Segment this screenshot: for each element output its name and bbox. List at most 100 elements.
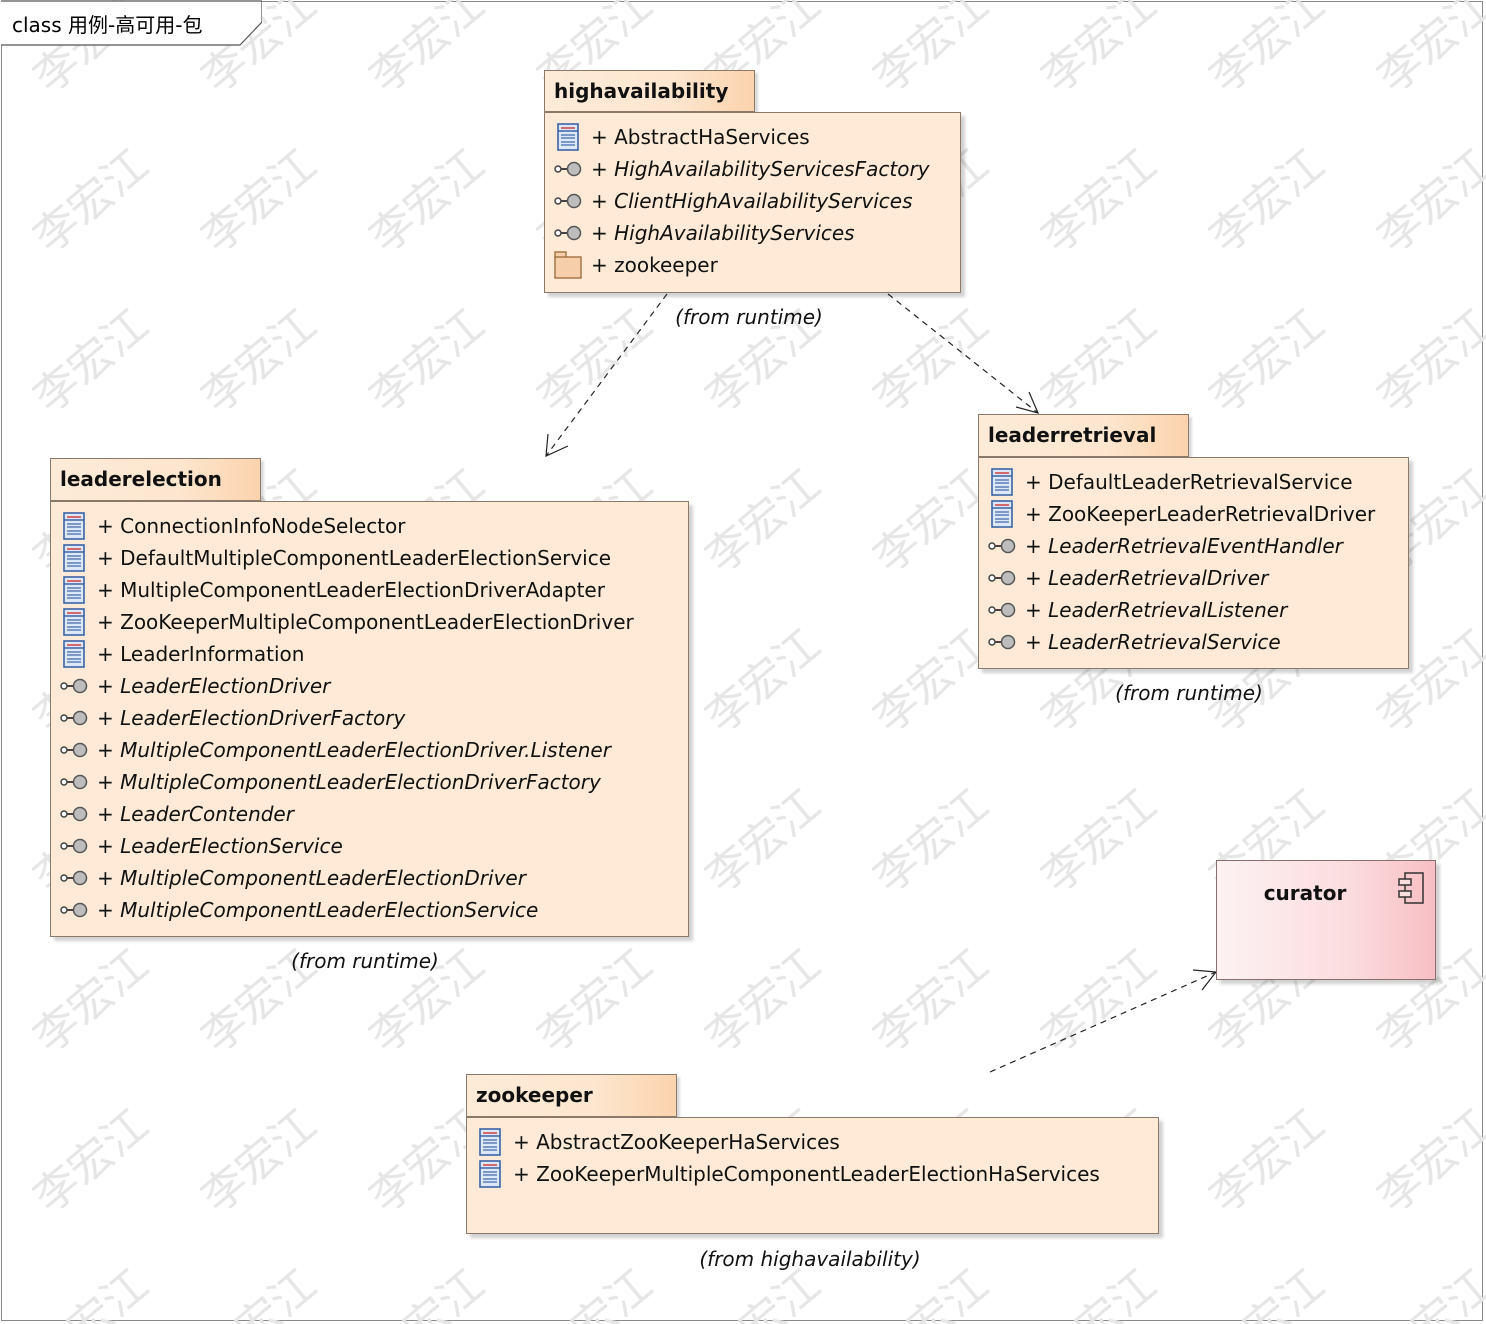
component-curator[interactable]: curator bbox=[1216, 860, 1436, 980]
interface-icon bbox=[59, 736, 89, 764]
package-item-label: + ClientHighAvailabilityServices bbox=[591, 189, 913, 213]
package-name: leaderretrieval bbox=[988, 423, 1157, 447]
package-item[interactable]: + ClientHighAvailabilityServices bbox=[545, 185, 960, 217]
package-item[interactable]: + MultipleComponentLeaderElectionDriver.… bbox=[51, 734, 688, 766]
package-item-label: + MultipleComponentLeaderElectionDriverA… bbox=[97, 578, 605, 602]
dependency-highavailability-leaderretrieval bbox=[887, 293, 1039, 414]
package-tab-highavailability[interactable]: highavailability bbox=[544, 70, 755, 112]
interface-icon bbox=[59, 704, 89, 732]
package-item[interactable]: + MultipleComponentLeaderElectionDriver bbox=[51, 862, 688, 894]
package-item-label: + LeaderElectionDriver bbox=[97, 674, 331, 698]
package-item[interactable]: + LeaderElectionDriver bbox=[51, 670, 688, 702]
package-item[interactable]: + HighAvailabilityServicesFactory bbox=[545, 153, 960, 185]
arrowhead-leaderelection bbox=[545, 433, 569, 457]
package-item-label: + DefaultLeaderRetrievalService bbox=[1025, 470, 1353, 494]
diagram-title: class 用例-高可用-包 bbox=[12, 13, 203, 37]
package-items-leaderelection: + ConnectionInfoNodeSelector + DefaultMul… bbox=[51, 502, 688, 926]
package-tab-leaderretrieval[interactable]: leaderretrieval bbox=[978, 414, 1189, 457]
package-item-label: + MultipleComponentLeaderElectionDriver.… bbox=[97, 738, 611, 762]
package-items-zookeeper: + AbstractZooKeeperHaServices + ZooKeeper… bbox=[467, 1118, 1158, 1190]
package-item-label: + AbstractZooKeeperHaServices bbox=[513, 1130, 840, 1154]
package-item-label: + LeaderRetrievalDriver bbox=[1025, 566, 1269, 590]
diagram-title-tab: class 用例-高可用-包 bbox=[0, 0, 262, 46]
interface-icon bbox=[59, 672, 89, 700]
interface-icon bbox=[987, 596, 1017, 624]
package-item-label: + LeaderInformation bbox=[97, 642, 305, 666]
package-name: zookeeper bbox=[476, 1083, 593, 1107]
dependency-highavailability-leaderelection bbox=[545, 293, 668, 457]
package-item-label: + DefaultMultipleComponentLeaderElection… bbox=[97, 546, 612, 570]
interface-icon bbox=[59, 864, 89, 892]
class-icon bbox=[475, 1128, 505, 1156]
dependency-zookeeper-curator bbox=[989, 971, 1217, 1073]
package-item[interactable]: + AbstractZooKeeperHaServices bbox=[467, 1126, 1158, 1158]
package-item[interactable]: + LeaderElectionDriverFactory bbox=[51, 702, 688, 734]
package-item[interactable]: + ZooKeeperMultipleComponentLeaderElecti… bbox=[467, 1158, 1158, 1190]
package-item[interactable]: + LeaderRetrievalEventHandler bbox=[979, 530, 1408, 562]
package-item[interactable]: + MultipleComponentLeaderElectionService bbox=[51, 894, 688, 926]
interface-icon bbox=[553, 155, 583, 183]
package-items-leaderretrieval: + DefaultLeaderRetrievalService + ZooKeep… bbox=[979, 458, 1408, 658]
package-item-label: + zookeeper bbox=[591, 253, 718, 277]
package-body-leaderretrieval[interactable]: + DefaultLeaderRetrievalService + ZooKeep… bbox=[978, 457, 1409, 669]
interface-icon bbox=[553, 187, 583, 215]
package-item[interactable]: + LeaderInformation bbox=[51, 638, 688, 670]
package-item[interactable]: + LeaderElectionService bbox=[51, 830, 688, 862]
class-icon bbox=[59, 544, 89, 572]
package-item[interactable]: + LeaderRetrievalDriver bbox=[979, 562, 1408, 594]
package-item[interactable]: + DefaultMultipleComponentLeaderElection… bbox=[51, 542, 688, 574]
package-item-label: + LeaderElectionDriverFactory bbox=[97, 706, 406, 730]
package-items-highavailability: + AbstractHaServices + HighAvailabilitySe… bbox=[545, 113, 960, 281]
package-item-label: + HighAvailabilityServicesFactory bbox=[591, 157, 930, 181]
package-item-label: + MultipleComponentLeaderElectionDriverF… bbox=[97, 770, 601, 794]
package-item-label: + LeaderContender bbox=[97, 802, 294, 826]
component-name: curator bbox=[1263, 881, 1347, 905]
package-item[interactable]: + DefaultLeaderRetrievalService bbox=[979, 466, 1408, 498]
package-item[interactable]: + LeaderContender bbox=[51, 798, 688, 830]
interface-icon bbox=[553, 219, 583, 247]
from-label-leaderelection: (from runtime) bbox=[291, 949, 439, 973]
package-item-label: + MultipleComponentLeaderElectionDriver bbox=[97, 866, 526, 890]
package-item-label: + LeaderRetrievalListener bbox=[1025, 598, 1288, 622]
interface-icon bbox=[59, 896, 89, 924]
package-item[interactable]: + MultipleComponentLeaderElectionDriverF… bbox=[51, 766, 688, 798]
from-label-highavailability: (from runtime) bbox=[675, 305, 823, 329]
class-icon bbox=[553, 123, 583, 151]
package-item[interactable]: + ZooKeeperLeaderRetrievalDriver bbox=[979, 498, 1408, 530]
package-item[interactable]: + AbstractHaServices bbox=[545, 121, 960, 153]
interface-icon bbox=[59, 832, 89, 860]
package-icon bbox=[553, 251, 583, 279]
interface-icon bbox=[987, 532, 1017, 560]
package-item-label: + LeaderElectionService bbox=[97, 834, 343, 858]
package-item-label: + LeaderRetrievalEventHandler bbox=[1025, 534, 1343, 558]
package-item-label: + ZooKeeperMultipleComponentLeaderElecti… bbox=[513, 1162, 1100, 1186]
package-tab-zookeeper[interactable]: zookeeper bbox=[466, 1074, 677, 1117]
component-icon bbox=[1398, 872, 1424, 904]
interface-icon bbox=[987, 628, 1017, 656]
class-icon bbox=[475, 1160, 505, 1188]
interface-icon bbox=[59, 768, 89, 796]
package-body-zookeeper[interactable]: + AbstractZooKeeperHaServices + ZooKeeper… bbox=[466, 1117, 1159, 1234]
package-item[interactable]: + ZooKeeperMultipleComponentLeaderElecti… bbox=[51, 606, 688, 638]
package-item[interactable]: + HighAvailabilityServices bbox=[545, 217, 960, 249]
interface-icon bbox=[59, 800, 89, 828]
package-tab-leaderelection[interactable]: leaderelection bbox=[50, 458, 261, 501]
package-item[interactable]: + MultipleComponentLeaderElectionDriverA… bbox=[51, 574, 688, 606]
class-icon bbox=[987, 468, 1017, 496]
class-icon bbox=[59, 640, 89, 668]
package-item[interactable]: + zookeeper bbox=[545, 249, 960, 281]
package-body-highavailability[interactable]: + AbstractHaServices + HighAvailabilitySe… bbox=[544, 112, 961, 293]
package-item-label: + MultipleComponentLeaderElectionService bbox=[97, 898, 539, 922]
package-item-label: + AbstractHaServices bbox=[591, 125, 810, 149]
package-item-label: + ConnectionInfoNodeSelector bbox=[97, 514, 406, 538]
class-icon bbox=[59, 512, 89, 540]
interface-icon bbox=[987, 564, 1017, 592]
package-item[interactable]: + LeaderRetrievalService bbox=[979, 626, 1408, 658]
package-item[interactable]: + ConnectionInfoNodeSelector bbox=[51, 510, 688, 542]
package-body-leaderelection[interactable]: + ConnectionInfoNodeSelector + DefaultMul… bbox=[50, 501, 689, 937]
package-item[interactable]: + LeaderRetrievalListener bbox=[979, 594, 1408, 626]
from-label-zookeeper: (from highavailability) bbox=[699, 1247, 921, 1271]
class-icon bbox=[59, 576, 89, 604]
